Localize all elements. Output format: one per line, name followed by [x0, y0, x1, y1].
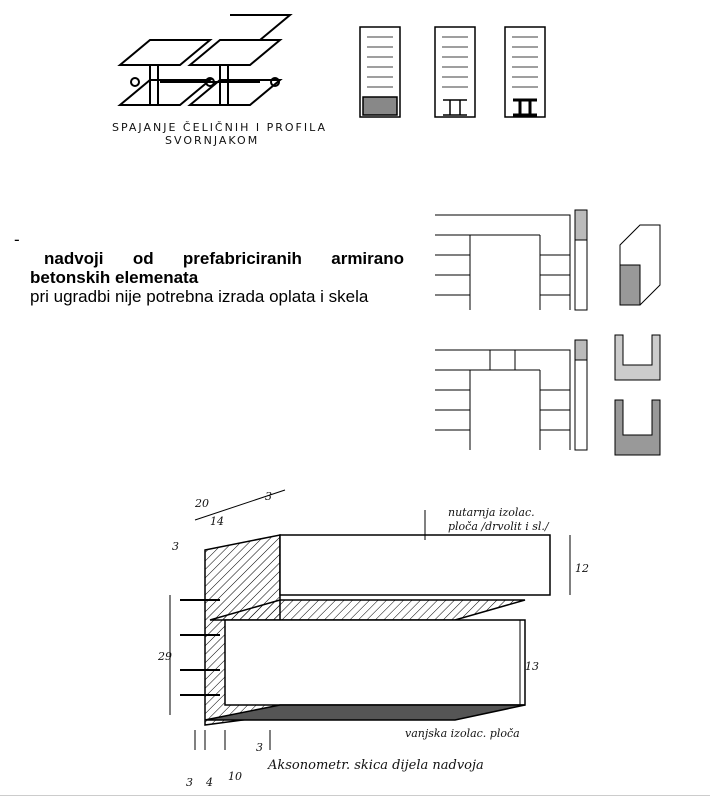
body-text: pri ugradbi nije potrebna izrada oplata … — [30, 287, 369, 306]
dim-4: 4 — [206, 776, 213, 789]
label-outer-insulation: vanjska izolac. ploča — [405, 727, 520, 740]
axonometric-lintel-drawing — [169, 489, 571, 750]
prefab-lintel-drawing — [435, 209, 661, 456]
dim-3a: 3 — [265, 490, 272, 503]
label-inner-insulation: nutarnja izolac. — [448, 506, 535, 519]
heading-line-1: nadvoji od prefabriciranih armirano — [44, 249, 404, 268]
dim-10: 10 — [228, 770, 242, 783]
dim-3b: 3 — [172, 540, 179, 553]
heading-line-2: betonskih elemenata — [30, 268, 199, 287]
dim-12: 12 — [575, 562, 589, 575]
dim-3c: 3 — [186, 776, 193, 789]
dim-29: 29 — [158, 650, 172, 663]
figure-caption-2: SVORNJAKOM — [165, 134, 260, 147]
steel-i-beam-drawing — [117, 14, 293, 106]
figure-caption-3: Aksonometr. skica dijela nadvoja — [268, 758, 484, 773]
label-inner-insulation-2: ploča /drvolit i sl./ — [448, 520, 549, 533]
bullet-text: - nadvoji od prefabriciranih armirano be… — [14, 230, 414, 306]
dim-14: 14 — [210, 515, 224, 528]
figure-caption: SPAJANJE ČELIČNIH I PROFILA — [112, 121, 328, 134]
divider — [0, 795, 710, 796]
dim-13: 13 — [525, 660, 539, 673]
wall-sections-drawing — [359, 26, 546, 118]
dim-20: 20 — [195, 497, 209, 510]
bullet-dash: - — [14, 230, 20, 249]
dim-3d: 3 — [256, 741, 263, 754]
